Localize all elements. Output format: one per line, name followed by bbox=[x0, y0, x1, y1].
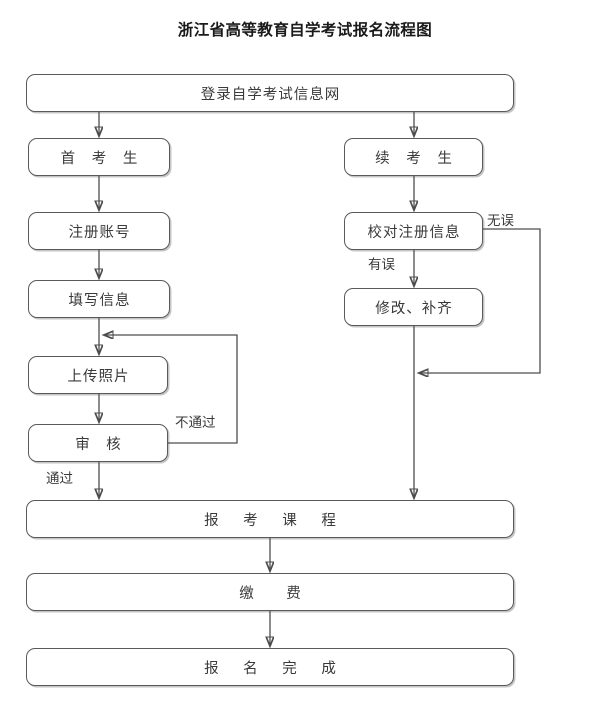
page-title: 浙江省高等教育自学考试报名流程图 bbox=[177, 20, 433, 39]
node-continuing-examinee[interactable]: 续 考 生 bbox=[344, 138, 483, 176]
node-register-account[interactable]: 注册账号 bbox=[28, 212, 170, 250]
edge-label-no-error: 无误 bbox=[487, 213, 514, 229]
node-select-courses[interactable]: 报 考 课 程 bbox=[26, 500, 514, 538]
node-verify-registration-info[interactable]: 校对注册信息 bbox=[344, 212, 483, 250]
node-new-examinee[interactable]: 首 考 生 bbox=[28, 138, 170, 176]
edge-label-has-error: 有误 bbox=[368, 257, 395, 273]
node-login[interactable]: 登录自学考试信息网 bbox=[26, 74, 514, 112]
node-payment[interactable]: 缴 费 bbox=[26, 573, 514, 611]
edge-label-rejected: 不通过 bbox=[175, 415, 216, 431]
node-upload-photo[interactable]: 上传照片 bbox=[28, 356, 168, 394]
edge-label-passed: 通过 bbox=[46, 471, 73, 487]
node-amend-complete[interactable]: 修改、补齐 bbox=[344, 288, 483, 326]
node-fill-information[interactable]: 填写信息 bbox=[28, 280, 170, 318]
node-audit[interactable]: 审 核 bbox=[28, 424, 168, 462]
node-registration-complete[interactable]: 报 名 完 成 bbox=[26, 648, 514, 686]
